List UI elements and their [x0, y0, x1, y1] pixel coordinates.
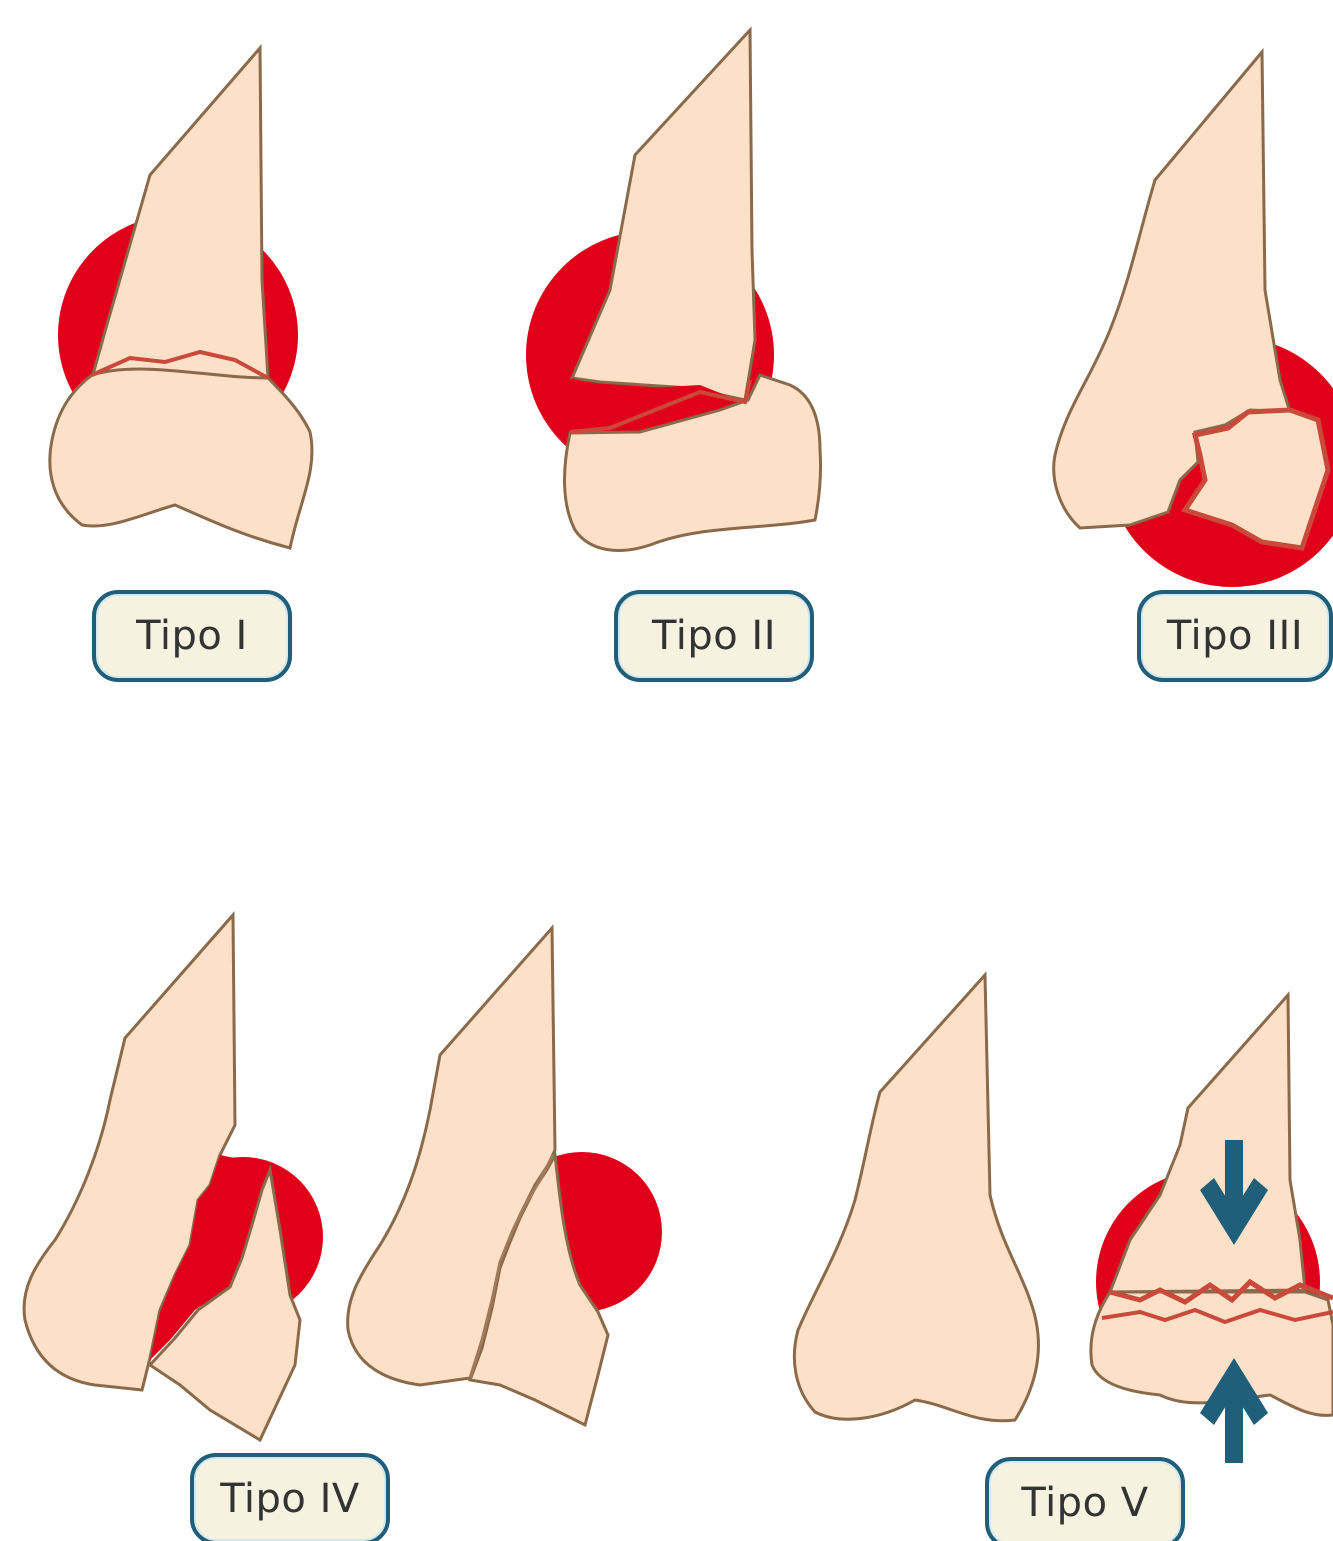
bone-tipo-2	[526, 30, 821, 550]
bone-tipo-1	[50, 48, 312, 548]
label-tipo-1: Tipo I	[92, 590, 292, 682]
bone-tipo-5-normal	[794, 975, 1038, 1421]
shaft	[92, 48, 268, 378]
label-tipo-4: Tipo IV	[190, 1453, 390, 1541]
bone-tipo-3	[1054, 52, 1333, 587]
bone-tipo-4b	[348, 928, 662, 1425]
shaft	[572, 30, 755, 400]
bone-tipo-4	[24, 915, 323, 1440]
label-tipo-2: Tipo II	[614, 590, 814, 682]
label-tipo-5: Tipo V	[985, 1457, 1185, 1541]
bone-normal	[794, 975, 1038, 1421]
label-tipo-3: Tipo III	[1137, 590, 1333, 682]
shaft	[1110, 995, 1305, 1292]
epiphysis	[50, 369, 312, 548]
